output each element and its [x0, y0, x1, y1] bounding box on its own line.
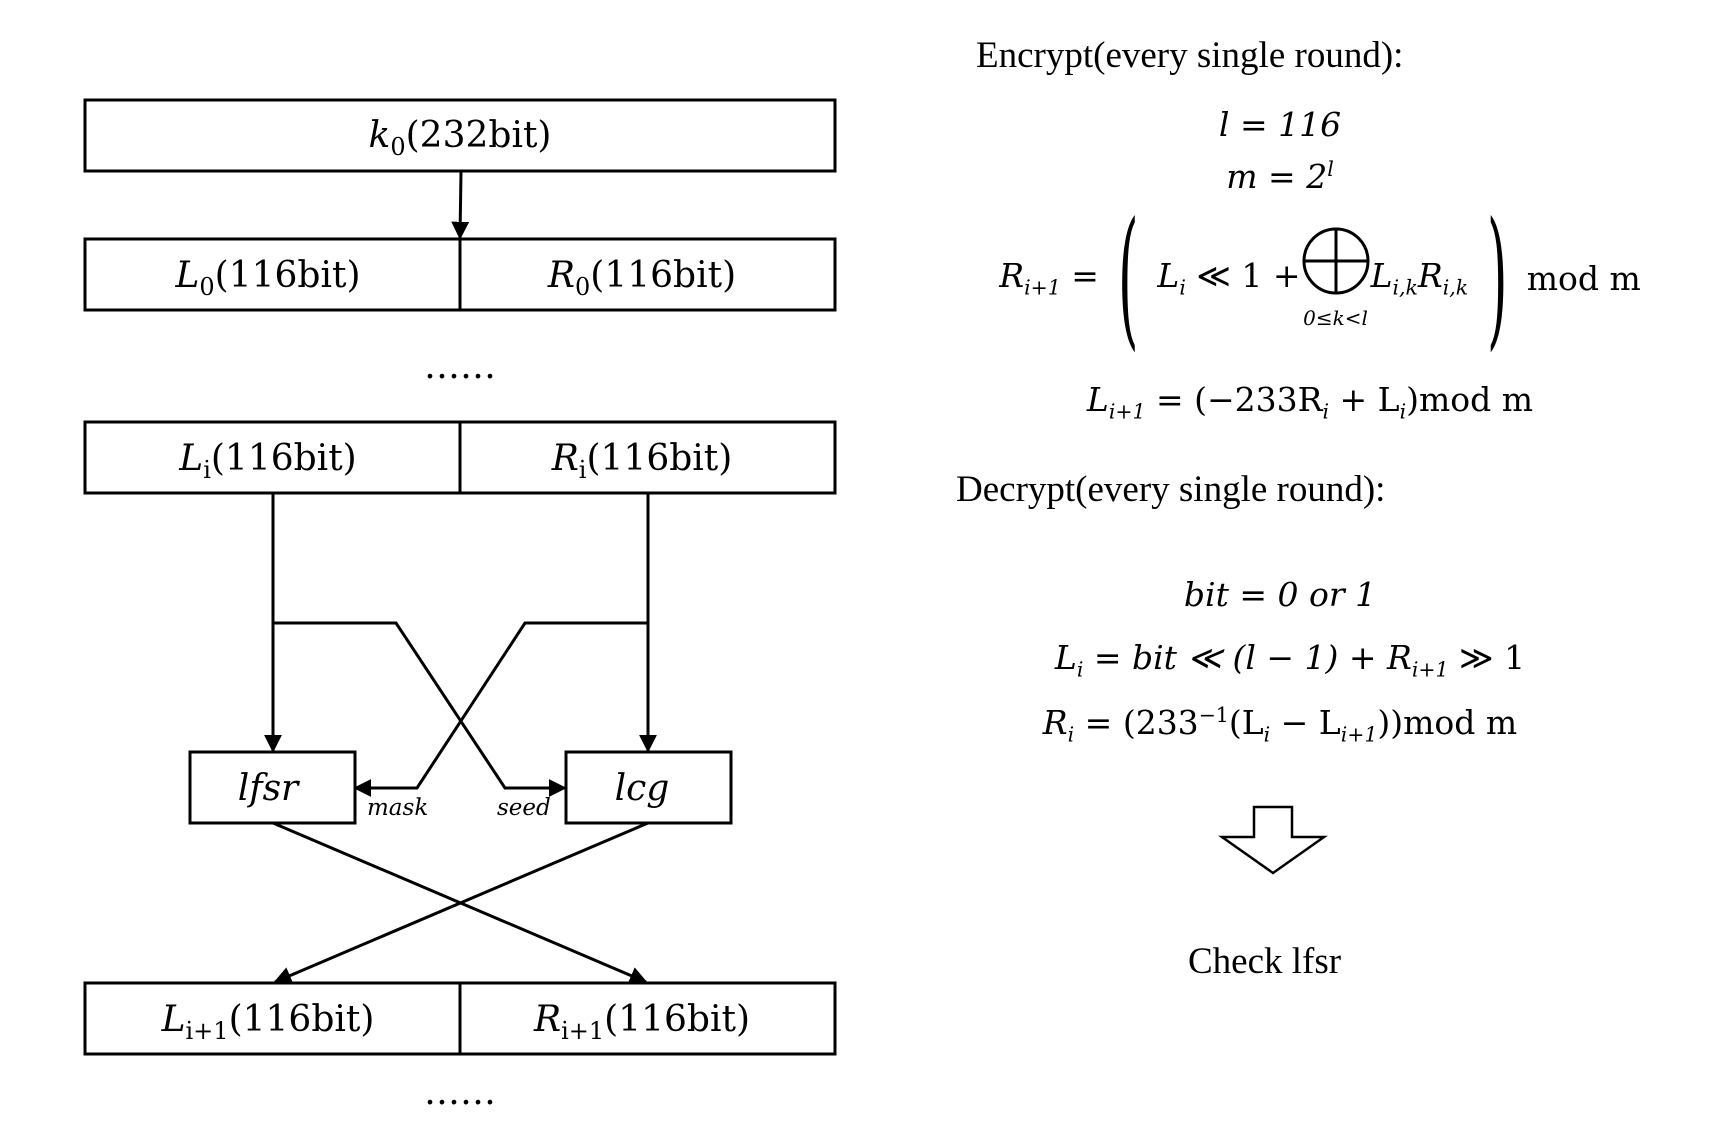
k0-box [83, 98, 837, 173]
r-update-equation: Ri+1 = ( Li ≪ 1 + 0≤k<l Li,kRi,k ) mod m [999, 191, 1641, 365]
Li1-label: Li+1(116bit) [161, 999, 375, 1045]
lfsr-box [188, 750, 357, 825]
encrypt-heading: Encrypt(every single round): [976, 35, 1404, 76]
Ri-mask-path [353, 621, 648, 797]
li-recover-equation: Li = bit ≪ (l − 1) + Ri+1 ≫ 1 [1054, 638, 1526, 682]
feistel-diagram: k0(232bit) L0(116bit) R0(116bit) …… Li(1… [83, 98, 837, 1113]
Li1-box [83, 981, 462, 1056]
k0-to-split-arrow [451, 170, 470, 240]
ellipsis-bottom: …… [424, 1072, 496, 1113]
ellipsis-top: …… [424, 346, 496, 387]
ri-recover-equation: Ri = (233−1(Li − Li+1))mod m [1042, 703, 1518, 747]
R0-label: R0(116bit) [547, 255, 736, 301]
k0-label: k0(232bit) [369, 115, 552, 161]
xor-sum: 0≤k<l [1301, 226, 1371, 330]
L0-label: L0(116bit) [174, 255, 360, 301]
lfsr-label: lfsr [238, 768, 300, 809]
m-definition: m = 2l [1226, 157, 1334, 196]
lcg-to-Li1-arrow [273, 821, 649, 984]
xor-sum-icon [1302, 227, 1370, 295]
Ri-box [458, 420, 837, 495]
check-lfsr-text: Check lfsr [1188, 941, 1342, 982]
lcg-label: lcg [615, 768, 670, 809]
Li-seed-path [273, 621, 567, 797]
l-definition: l = 116 [1218, 105, 1342, 144]
down-arrow-icon [1218, 805, 1328, 875]
L0-box [83, 237, 462, 312]
decrypt-heading: Decrypt(every single round): [956, 469, 1386, 510]
Ri1-label: Ri+1(116bit) [533, 999, 750, 1045]
Ri1-box [458, 981, 837, 1056]
mask-label: mask [367, 795, 428, 821]
R0-box [458, 237, 837, 312]
seed-label: seed [497, 795, 551, 821]
l-update-equation: Li+1 = (−233Ri + Li)mod m [1086, 380, 1534, 424]
lcg-box [564, 750, 733, 825]
Ri-label: Ri(116bit) [551, 438, 733, 484]
Li-label: Li(116bit) [178, 438, 356, 484]
bit-definition: bit = 0 or 1 [1183, 575, 1377, 614]
